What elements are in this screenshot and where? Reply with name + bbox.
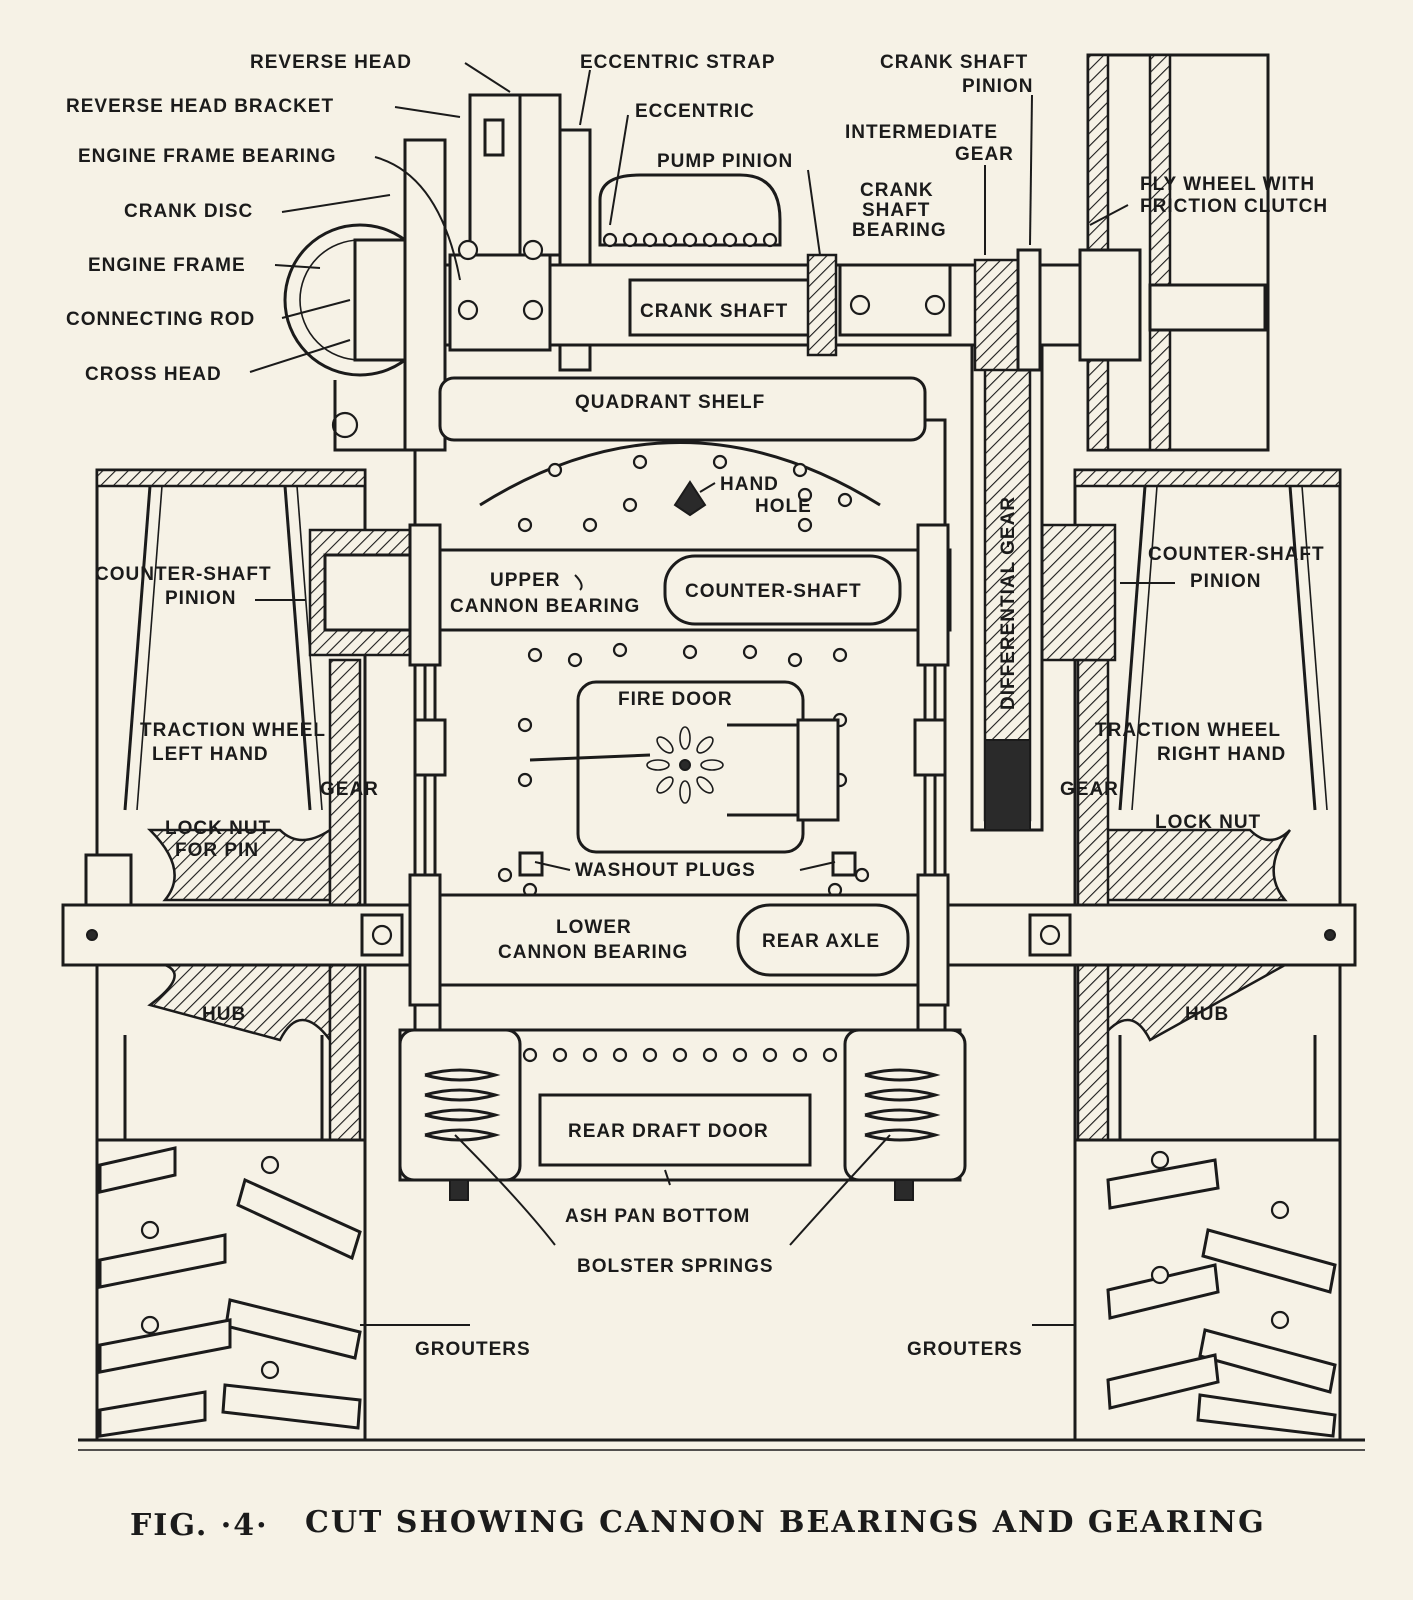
machinery-drawing [61,53,1365,1451]
figure-caption: FIG. ·4· CUT SHOWING CANNON BEARINGS AND… [130,1505,1266,1543]
label-lock-nut-for-pin-1: LOCK NUT [165,818,271,839]
label-connecting-rod: CONNECTING ROD [66,309,255,330]
label-fly-wheel-1: FLY WHEEL WITH [1140,174,1315,195]
label-lock-nut-for-pin-2: FOR PIN [175,840,259,861]
label-eccentric-strap: ECCENTRIC STRAP [580,52,776,73]
upper-cannon-bearing [308,523,1117,667]
label-lock-nut-right: LOCK NUT [1155,812,1261,833]
label-gear-left: GEAR [320,779,379,800]
label-counter-shaft-pinion-left-1: COUNTER-SHAFT [95,564,272,585]
label-counter-shaft-pinion-left-2: PINION [165,588,236,609]
label-hub-right: HUB [1185,1004,1229,1025]
part-labels: REVERSE HEAD REVERSE HEAD BRACKET ENGINE… [66,52,1328,1360]
label-washout-plugs: WASHOUT PLUGS [575,860,756,881]
label-hand-hole-2: HOLE [755,496,812,517]
differential-gear [970,288,1044,832]
label-traction-wheel-right-2: RIGHT HAND [1157,744,1286,765]
label-fly-wheel-2: FRICTION CLUTCH [1140,196,1328,217]
lower-cannon-bearing [408,873,950,1037]
label-crank-shaft-pinion-2: PINION [962,76,1033,97]
label-lower-cannon-bearing-2: CANNON BEARING [498,942,688,963]
label-rear-draft-door: REAR DRAFT DOOR [568,1121,769,1142]
left-bolster-spring [398,1028,522,1182]
label-pump-pinion: PUMP PINION [657,151,793,172]
pump-pinion [806,253,838,357]
label-traction-wheel-left-2: LEFT HAND [152,744,269,765]
label-upper-cannon-bearing-2: CANNON BEARING [450,596,640,617]
label-rear-axle: REAR AXLE [762,931,880,952]
right-bolster-spring [843,1028,967,1182]
label-quadrant-shelf: QUADRANT SHELF [575,392,765,413]
ash-pan [398,1028,967,1201]
label-intermediate-gear-1: INTERMEDIATE [845,122,998,143]
leader-lines [249,62,1175,1326]
label-crank-shaft-bearing-2: SHAFT [862,200,930,221]
label-gear-right: GEAR [1060,779,1119,800]
label-reverse-head: REVERSE HEAD [250,52,412,73]
label-counter-shaft: COUNTER-SHAFT [685,581,862,602]
crank-shaft-assembly [283,53,1270,452]
label-upper-cannon-bearing-1: UPPER [490,570,560,591]
label-ash-pan-bottom: ASH PAN BOTTOM [565,1206,750,1227]
label-engine-frame-bearing: ENGINE FRAME BEARING [78,146,337,167]
label-hub-left: HUB [202,1004,246,1025]
label-eccentric: ECCENTRIC [635,101,755,122]
label-fire-door: FIRE DOOR [618,689,733,710]
label-crank-shaft: CRANK SHAFT [640,301,788,322]
label-differential-gear: DIFFERENTIAL GEAR [998,496,1019,710]
label-hand-hole-1: HAND [720,474,779,495]
quadrant-shelf [438,376,927,442]
label-engine-frame: ENGINE FRAME [88,255,246,276]
caption-fig-number: FIG. ·4· [130,1508,269,1543]
label-counter-shaft-pinion-right-2: PINION [1190,571,1261,592]
hand-hole [673,480,707,517]
label-traction-wheel-left-1: TRACTION WHEEL [140,720,326,741]
label-traction-wheel-right-1: TRACTION WHEEL [1095,720,1281,741]
label-cross-head: CROSS HEAD [85,364,222,385]
label-crank-shaft-bearing-1: CRANK [860,180,934,201]
label-lower-cannon-bearing-1: LOWER [556,917,632,938]
label-reverse-head-bracket: REVERSE HEAD BRACKET [66,96,334,117]
rear-draft-door [538,1093,812,1167]
label-crank-shaft-bearing-3: BEARING [852,220,947,241]
label-counter-shaft-pinion-right-1: COUNTER-SHAFT [1148,544,1325,565]
label-crank-shaft-pinion-1: CRANK SHAFT [880,52,1028,73]
label-crank-disc: CRANK DISC [124,201,253,222]
label-grouters-right: GROUTERS [907,1339,1023,1360]
label-bolster-springs: BOLSTER SPRINGS [577,1256,774,1277]
label-intermediate-gear-2: GEAR [955,144,1014,165]
label-grouters-left: GROUTERS [415,1339,531,1360]
caption-text: CUT SHOWING CANNON BEARINGS AND GEARING [305,1505,1266,1540]
